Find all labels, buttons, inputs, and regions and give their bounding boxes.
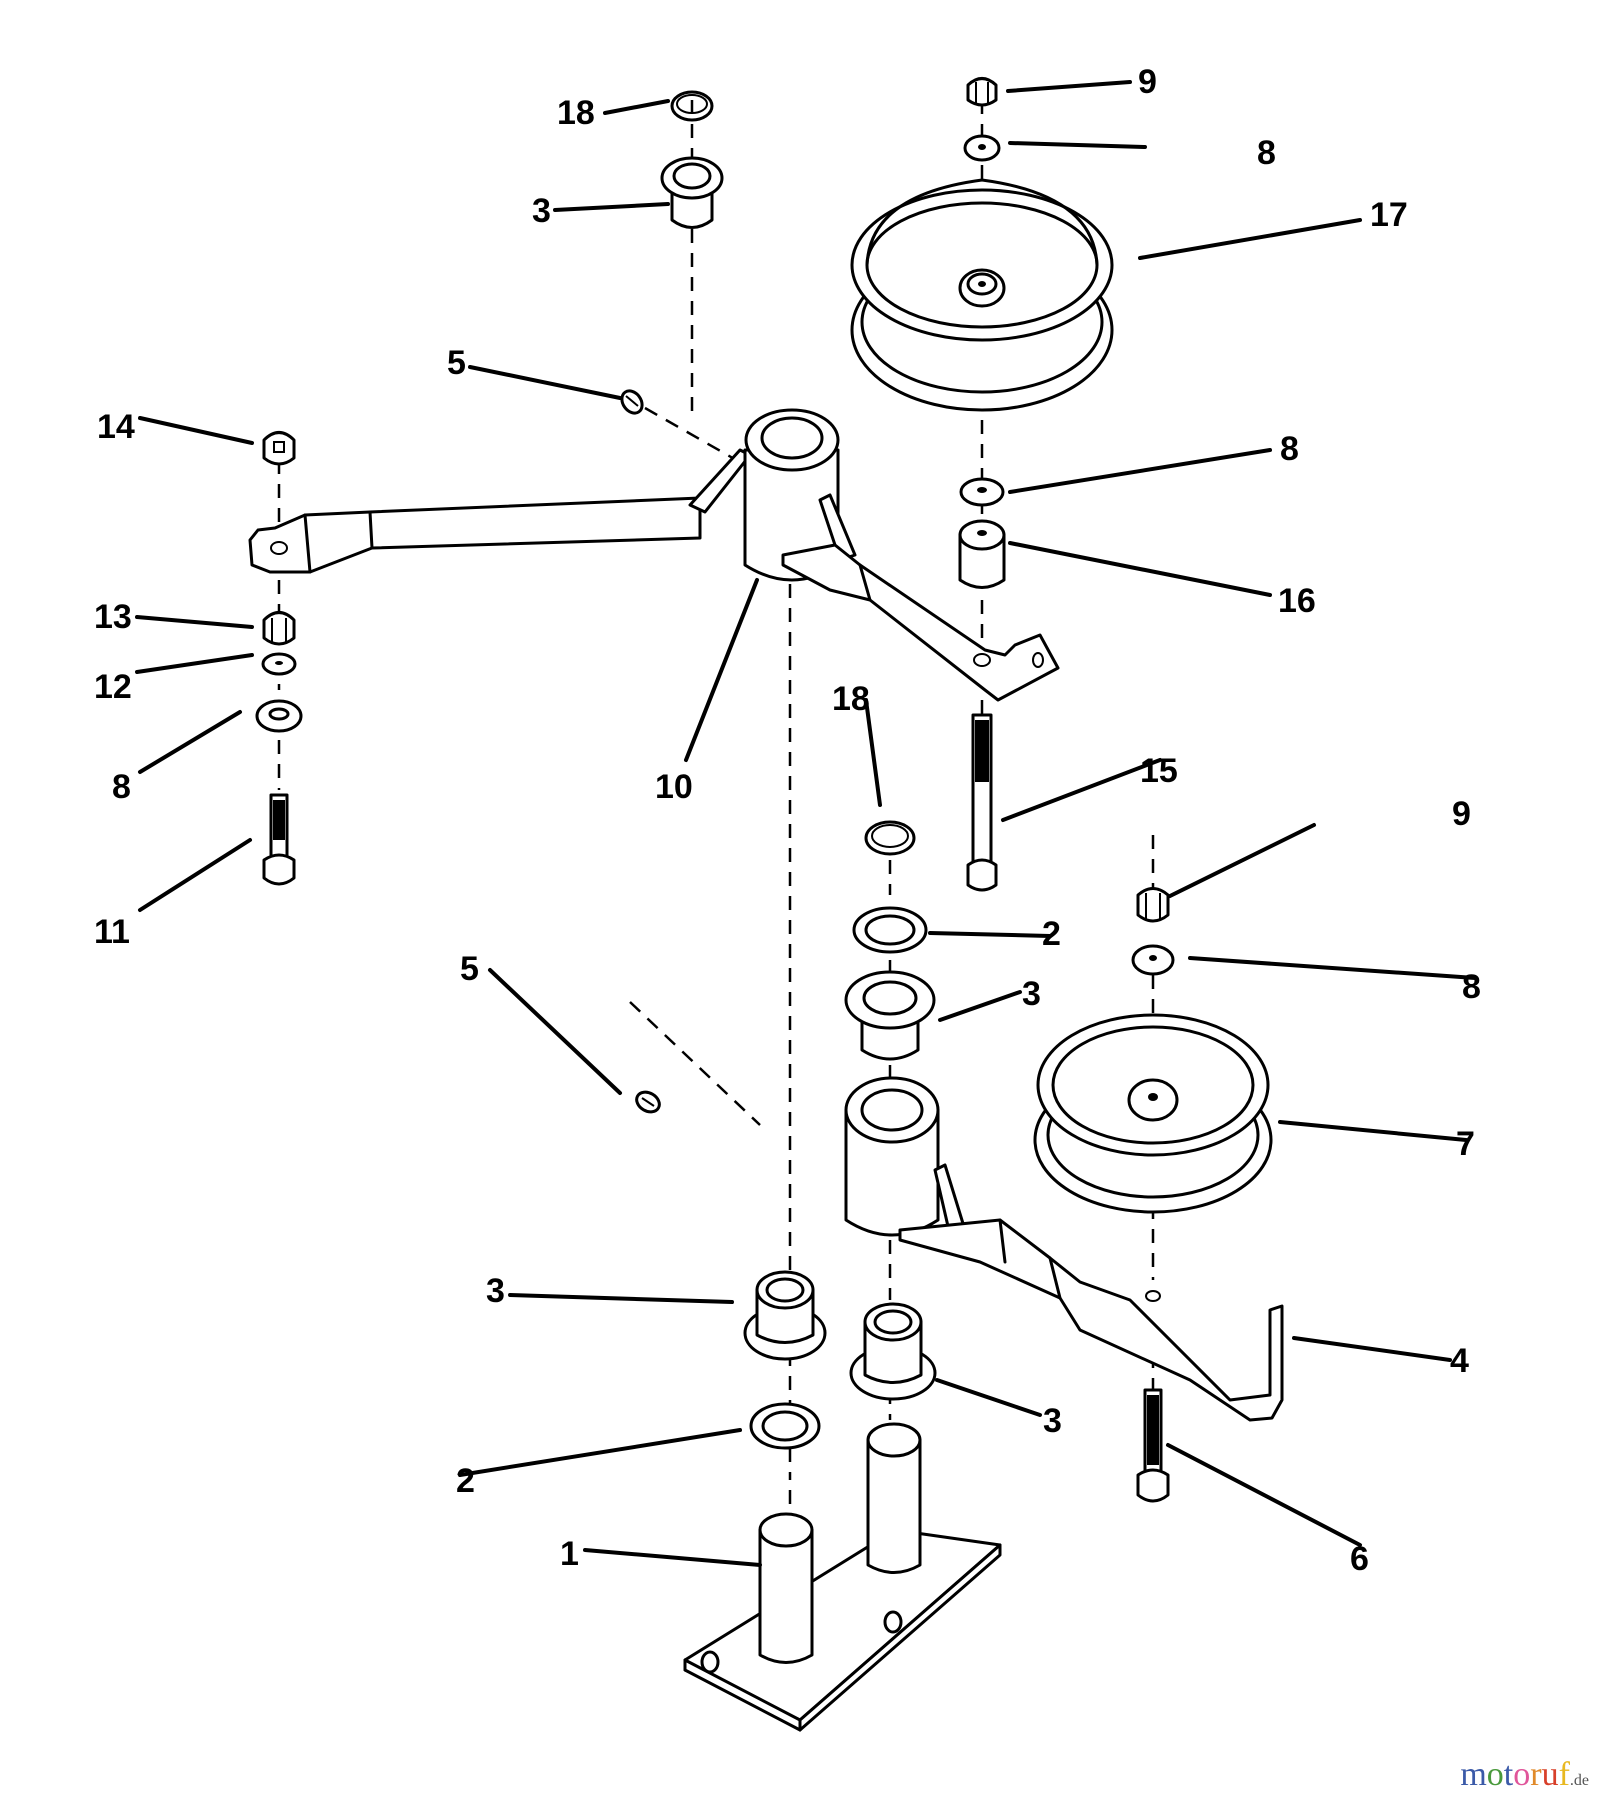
washer-2-upper: [852, 906, 928, 954]
callout-18: 18: [557, 94, 595, 132]
grease-fitting-5-top: [620, 389, 644, 415]
callout-15: 15: [1140, 752, 1178, 790]
callout-4: 4: [1450, 1342, 1469, 1380]
callout-8: 8: [112, 768, 131, 806]
callout-8: 8: [1462, 968, 1481, 1006]
washer-8-left: [255, 699, 303, 733]
watermark-letter: u: [1541, 1756, 1559, 1793]
snap-ring-18-top: [670, 90, 714, 122]
callout-1: 1: [560, 1535, 579, 1573]
nut-14: [262, 431, 296, 466]
leader-lines: [135, 80, 1477, 1567]
pulley-7: [1033, 1013, 1273, 1214]
callout-9: 9: [1452, 795, 1471, 833]
idler-arm-10: [248, 408, 1060, 702]
assembly-axes: [277, 100, 1155, 1560]
bolt-15: [966, 713, 998, 892]
bushing-3-upper-right: [844, 970, 936, 1061]
callout-3: 3: [1022, 975, 1041, 1013]
idler-arm-4: [844, 1076, 1284, 1422]
callout-3: 3: [532, 192, 551, 230]
bushing-3-top: [660, 156, 724, 229]
washer-8-lower: [1131, 944, 1175, 976]
spacer-16: [958, 519, 1006, 589]
watermark-logo: motoruf.de: [1460, 1756, 1589, 1794]
watermark-letter: r: [1530, 1756, 1542, 1793]
grease-fitting-5-lower: [635, 1090, 661, 1114]
nut-13: [262, 611, 296, 646]
watermark-suffix: .de: [1569, 1772, 1589, 1789]
callout-9: 9: [1138, 63, 1157, 101]
callout-7: 7: [1456, 1125, 1475, 1163]
callout-11: 11: [94, 913, 130, 951]
snap-ring-18-lower: [864, 820, 916, 856]
watermark-letter: o: [1486, 1756, 1504, 1793]
watermark-letter: t: [1503, 1756, 1514, 1793]
bolt-11: [262, 793, 296, 886]
mounting-plate-1: [683, 1422, 1002, 1732]
callout-17: 17: [1370, 196, 1408, 234]
watermark-letter: f: [1558, 1756, 1570, 1793]
bushing-3-lower-right: [849, 1302, 937, 1401]
callout-13: 13: [94, 598, 132, 636]
callout-3: 3: [1043, 1402, 1062, 1440]
nut-9-top: [966, 77, 998, 107]
nut-9-lower: [1136, 887, 1170, 923]
washer-8-mid: [959, 477, 1005, 507]
watermark-letter: m: [1460, 1756, 1487, 1793]
washer-2-lower: [749, 1402, 821, 1450]
callout-18: 18: [832, 680, 870, 718]
bushing-3-lower-left: [743, 1270, 827, 1361]
callout-16: 16: [1278, 582, 1316, 620]
bolt-6: [1136, 1388, 1170, 1503]
callout-labels: 18 9 8 3 17 5 14 8 16 13 12 8 10 18 15 9…: [94, 63, 1481, 1578]
callout-8: 8: [1280, 430, 1299, 468]
callout-2: 2: [456, 1462, 475, 1500]
washer-8-top: [963, 134, 1001, 162]
callout-3: 3: [486, 1272, 505, 1310]
callout-5: 5: [447, 344, 466, 382]
callout-6: 6: [1350, 1540, 1369, 1578]
callout-10: 10: [655, 768, 693, 806]
callout-5: 5: [460, 950, 479, 988]
washer-12: [261, 652, 297, 676]
watermark-letter: o: [1513, 1756, 1531, 1793]
callout-14: 14: [97, 408, 135, 446]
callout-12: 12: [94, 668, 132, 706]
callout-8: 8: [1257, 134, 1276, 172]
pulley-17: [850, 178, 1114, 412]
callout-2: 2: [1042, 915, 1061, 953]
